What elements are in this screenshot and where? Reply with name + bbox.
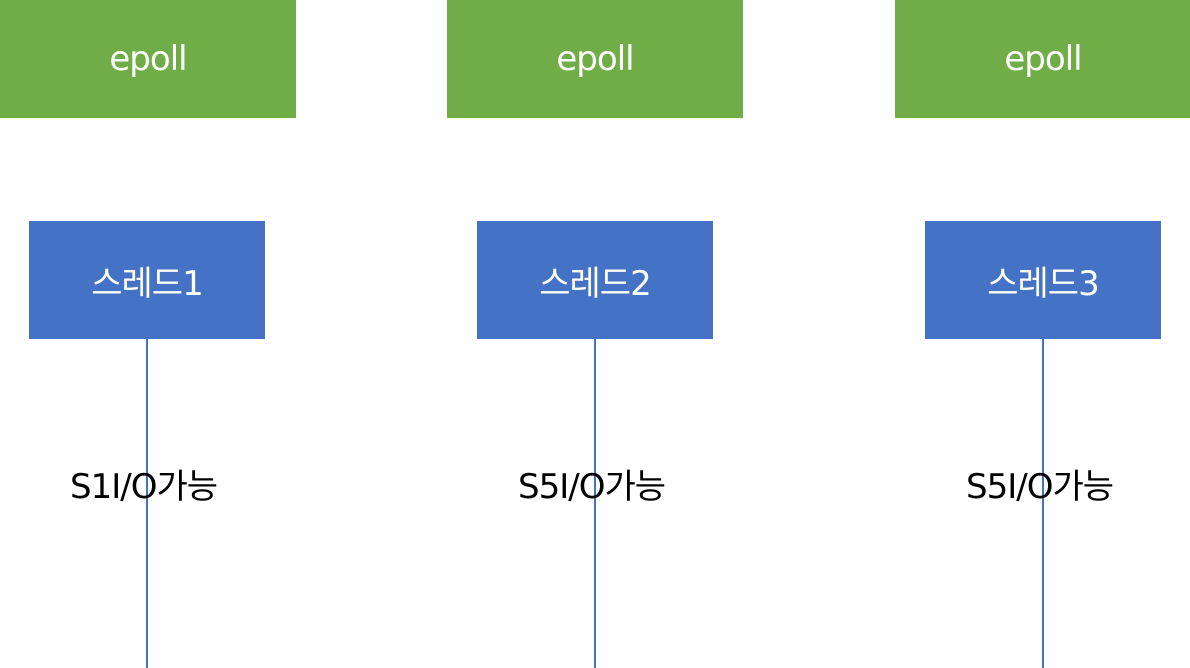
io-event-label-3: S5I/O가능: [966, 467, 1114, 507]
thread-label-1: 스레드1: [91, 263, 203, 304]
thread-timeline-2: [594, 339, 596, 668]
epoll-box-1: epoll: [0, 0, 296, 118]
thread-box-1: 스레드1: [29, 221, 265, 339]
thread-label-2: 스레드2: [539, 263, 651, 304]
thread-timeline-1: [146, 339, 148, 668]
epoll-label-3: epoll: [1004, 39, 1082, 79]
thread-box-2: 스레드2: [477, 221, 713, 339]
io-event-label-2: S5I/O가능: [518, 467, 666, 507]
thread-label-3: 스레드3: [987, 263, 1099, 304]
epoll-box-3: epoll: [895, 0, 1190, 118]
thread-timeline-3: [1042, 339, 1044, 668]
epoll-box-2: epoll: [447, 0, 743, 118]
io-event-label-1: S1I/O가능: [70, 467, 218, 507]
epoll-label-1: epoll: [109, 39, 187, 79]
thread-box-3: 스레드3: [925, 221, 1161, 339]
epoll-label-2: epoll: [556, 39, 634, 79]
